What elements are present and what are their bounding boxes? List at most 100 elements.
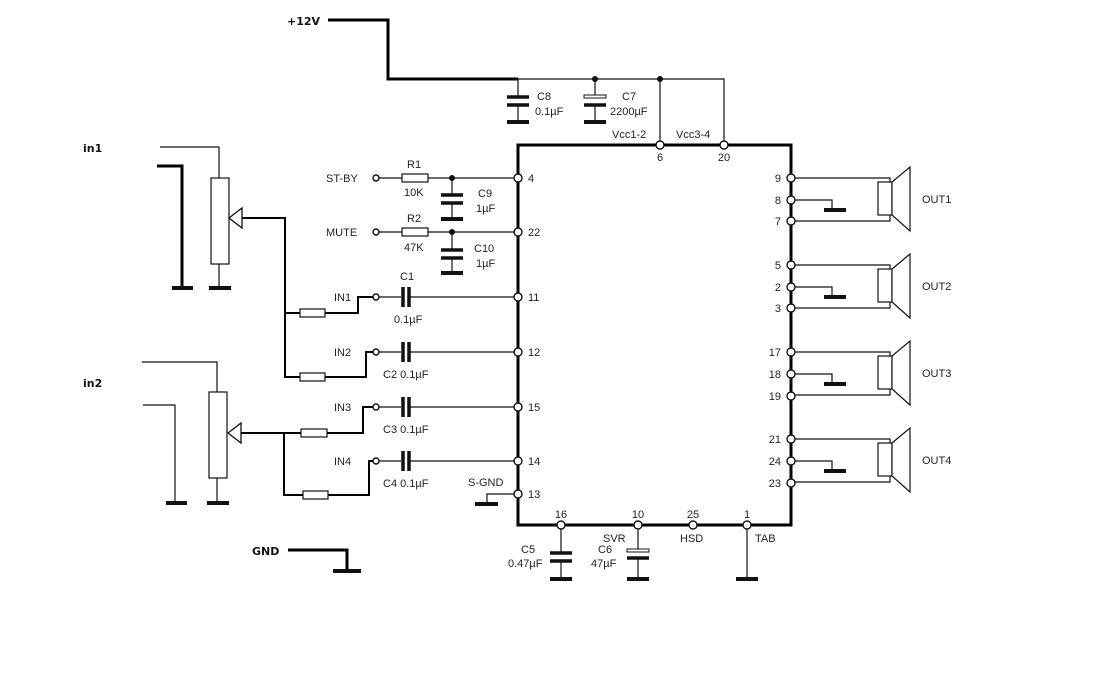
ic-pin: 16 bbox=[555, 509, 567, 530]
wiper-arrow-icon bbox=[227, 206, 243, 230]
stby-terminal bbox=[372, 174, 380, 182]
ic-pin: 22 bbox=[513, 227, 540, 239]
in4-label: IN4 bbox=[334, 456, 351, 468]
junction bbox=[657, 76, 663, 82]
vcc-rail bbox=[518, 78, 725, 145]
c3-label: C3 0.1µF bbox=[383, 424, 429, 436]
in2-label: IN2 bbox=[334, 347, 351, 359]
standby-network: ST-BY R1 10K C9 1µF bbox=[326, 159, 518, 221]
ic-pin: 3 bbox=[775, 303, 796, 315]
resistor bbox=[299, 372, 326, 382]
capacitor-c7: C7 2200µF bbox=[583, 79, 648, 124]
mute-terminal bbox=[372, 228, 380, 236]
ic-pin: 7 bbox=[775, 216, 796, 228]
ic-pin: 5 bbox=[775, 260, 796, 272]
c10-name: C10 bbox=[474, 243, 494, 255]
ic-pin: 20 bbox=[718, 140, 730, 164]
potentiometer-in1: in1 bbox=[83, 142, 243, 290]
speaker-out3: OUT3 bbox=[791, 339, 951, 407]
pin-number: 9 bbox=[775, 173, 781, 185]
c7-value: 2200µF bbox=[610, 106, 648, 118]
potentiometer-in2: in2 bbox=[83, 361, 242, 505]
ic-pin: 8 bbox=[775, 195, 796, 207]
pin-number: 10 bbox=[632, 509, 644, 521]
c8-value: 0.1µF bbox=[535, 106, 564, 118]
pin-number: 19 bbox=[769, 391, 781, 403]
c6-name: C6 bbox=[598, 544, 612, 556]
ic-pin: 10 bbox=[632, 509, 644, 530]
pin-number: 7 bbox=[775, 216, 781, 228]
pin-number: 20 bbox=[718, 152, 730, 164]
hsd-label: HSD bbox=[680, 533, 703, 545]
pin-number: 3 bbox=[775, 303, 781, 315]
input-in3: IN3 C3 0.1µF bbox=[327, 397, 518, 436]
pin-number: 18 bbox=[769, 369, 781, 381]
c8-name: C8 bbox=[537, 91, 551, 103]
speaker-out4: OUT4 bbox=[791, 426, 951, 494]
c2-label: C2 0.1µF bbox=[383, 369, 429, 381]
input-mixer bbox=[228, 217, 329, 500]
in3-label: IN3 bbox=[334, 402, 351, 414]
ic-pin: 12 bbox=[513, 347, 540, 359]
output-label: OUT4 bbox=[922, 455, 951, 467]
ground-gnd: GND bbox=[252, 545, 361, 573]
pin-number: 17 bbox=[769, 347, 781, 359]
resistor bbox=[302, 490, 329, 500]
pin-number: 4 bbox=[528, 173, 534, 185]
ic-pin: 17 bbox=[769, 347, 796, 359]
ic-pin: 2 bbox=[775, 282, 796, 294]
supply-12v: +12V bbox=[287, 15, 725, 145]
mute-network: MUTE R2 47K C10 1µF bbox=[326, 213, 518, 275]
ic-pin: 14 bbox=[513, 456, 540, 468]
in2-input-label: in2 bbox=[83, 377, 102, 390]
speaker-icon bbox=[891, 165, 911, 233]
ic-pin: 24 bbox=[769, 456, 796, 468]
pin-number: 1 bbox=[744, 509, 750, 521]
ic-pin: 19 bbox=[769, 391, 796, 403]
in1-label: IN1 bbox=[334, 292, 351, 304]
pin-number: 21 bbox=[769, 434, 781, 446]
vcc34-label: Vcc3-4 bbox=[676, 129, 710, 141]
stby-label: ST-BY bbox=[326, 173, 358, 185]
input-in4: IN4 C4 0.1µF bbox=[328, 451, 518, 496]
gnd-label: GND bbox=[252, 545, 279, 558]
r2-value: 47K bbox=[404, 242, 424, 254]
c10-value: 1µF bbox=[476, 258, 495, 270]
speaker-icon bbox=[891, 426, 911, 494]
mute-label: MUTE bbox=[326, 227, 357, 239]
ic-pin: 15 bbox=[513, 402, 540, 414]
c1-value: 0.1µF bbox=[394, 314, 423, 326]
speaker-out1: OUT1 bbox=[791, 165, 951, 233]
pin-number: 25 bbox=[687, 509, 699, 521]
ic-pin: 6 bbox=[655, 140, 665, 164]
input-in2: IN2 C2 0.1µF bbox=[325, 342, 518, 381]
resistor-r2 bbox=[401, 227, 429, 237]
pin-number: 12 bbox=[528, 347, 540, 359]
r1-name: R1 bbox=[407, 159, 421, 171]
pin-number: 6 bbox=[657, 152, 663, 164]
c5-name: C5 bbox=[521, 544, 535, 556]
ic-pin: 23 bbox=[769, 478, 796, 490]
speaker-out2: OUT2 bbox=[791, 252, 951, 320]
ic-pin: 4 bbox=[513, 173, 534, 185]
pin-number: 23 bbox=[769, 478, 781, 490]
c1-name: C1 bbox=[400, 271, 414, 283]
pin-number: 15 bbox=[528, 402, 540, 414]
bottom-components: C5 0.47µF SVR C6 47µF HSD TAB bbox=[508, 525, 776, 581]
c9-name: C9 bbox=[478, 188, 492, 200]
pin-number: 8 bbox=[775, 195, 781, 207]
r2-name: R2 bbox=[407, 213, 421, 225]
input-in1: IN1 C1 0.1µF bbox=[325, 271, 518, 326]
c6-value: 47µF bbox=[591, 558, 617, 570]
ic-pin: 13 bbox=[513, 489, 540, 501]
pin-number: 2 bbox=[775, 282, 781, 294]
ic-pin: 9 bbox=[775, 173, 796, 185]
output-label: OUT3 bbox=[922, 368, 951, 380]
pin-number: 11 bbox=[528, 292, 539, 304]
c9-value: 1µF bbox=[476, 203, 495, 215]
ic-pin: 21 bbox=[769, 434, 796, 446]
tab-label: TAB bbox=[755, 533, 776, 545]
